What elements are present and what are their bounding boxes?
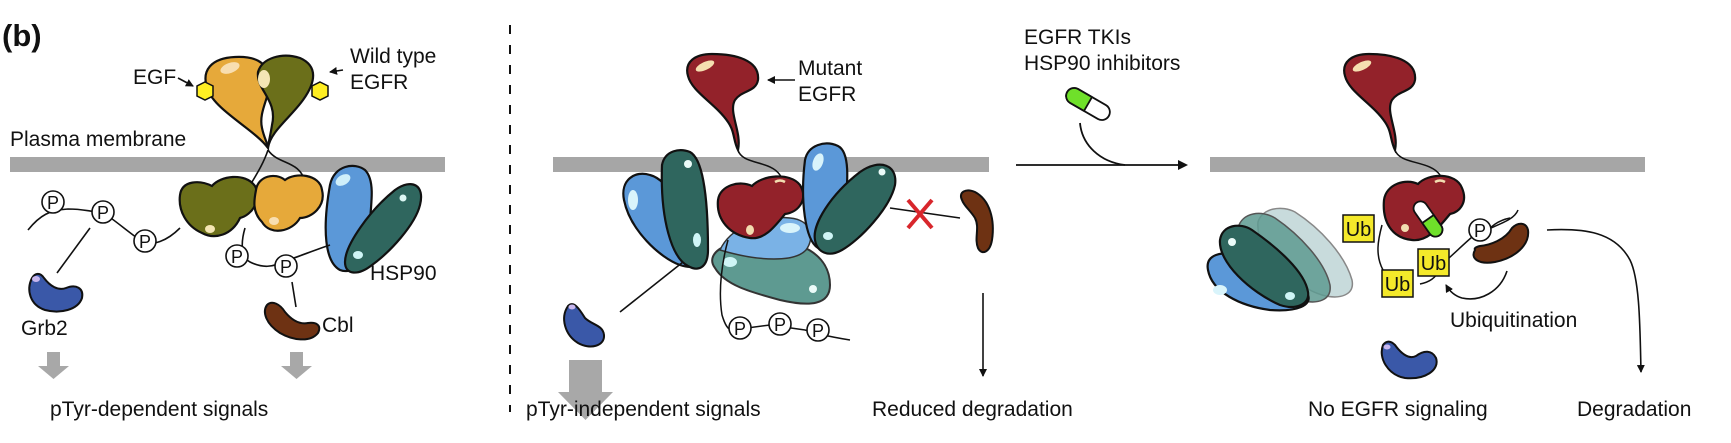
ubiquitination-arrow [1445,270,1508,300]
phospho-site: P [225,244,249,268]
plasma-membrane-mutant [553,157,989,172]
phospho-site: P [728,316,752,340]
phospho-site: P [806,318,830,342]
plasma-membrane-label: Plasma membrane [10,128,187,151]
reduced-degradation-label: Reduced degradation [872,398,1073,421]
panel-letter: (b) [2,18,42,53]
wild-type-panel: P P P P P [27,54,423,379]
phospho-site: P [768,312,792,336]
cbl-protein-treated [1472,222,1530,264]
inhibition-x-icon [906,198,934,230]
mutant-panel: P P P [558,52,994,420]
signal-arrow-grb2 [38,352,69,379]
mutant-egfr-label-line2: EGFR [798,83,857,106]
svg-text:P: P [774,315,786,335]
plasma-membrane-treated [1210,157,1645,172]
cbl-linker-blocked [889,207,961,219]
hsp90-dark-right [813,163,897,255]
hsp90-dark-treated [1218,224,1310,309]
drug-label-line1: EGFR TKIs [1024,26,1131,49]
egf-pointer [177,77,194,87]
wild-type-egfr-label: Wild type EGFR [350,44,436,96]
treatment-arrow [1016,122,1188,170]
egf-ligand-left [196,81,214,101]
ubiquitination-label: Ubiquitination [1450,309,1578,332]
phospho-site: P [274,254,298,278]
svg-text:P: P [97,203,109,223]
svg-text:P: P [231,247,243,267]
phospho-site: P [1468,218,1492,242]
mutant-egfr-kinase [716,175,805,240]
cbl-label: Cbl [322,314,354,337]
svg-text:P: P [1474,221,1486,241]
phospho-site: P [91,200,115,224]
ub-tag: Ub [1342,214,1375,243]
svg-text:P: P [139,232,151,252]
phospho-site: P [41,190,65,214]
svg-text:P: P [47,193,59,213]
egf-label: EGF [133,66,177,89]
drug-capsule-icon [1065,87,1111,121]
cbl-protein-mutant [960,189,994,254]
pTyr-independent-signals-label: pTyr-independent signals [526,398,761,421]
svg-text:P: P [812,321,824,341]
grb2-linker-mutant [619,261,684,313]
treated-panel: Ub Ub Ub P [1206,52,1645,380]
drug-capsule-bound-icon [1412,200,1444,238]
no-egfr-signaling-label: No EGFR signaling [1308,398,1488,421]
wild-type-egfr-label-line1: Wild type [350,45,437,68]
egfr-wt-kinase-a [253,174,324,232]
grb2-protein-wt [28,272,84,313]
drug-label-line2: HSP90 inhibitors [1024,52,1181,75]
signal-arrow-large [558,360,613,420]
grb2-linker [56,227,91,274]
degradation-label: Degradation [1577,398,1692,421]
grb2-label: Grb2 [21,317,68,340]
wt-egfr-pointer [329,66,344,75]
cbl-linker [291,281,297,308]
hsp90-dark-left [660,149,710,270]
wild-type-egfr-label-line2: EGFR [350,71,409,94]
svg-text:Ub: Ub [1385,274,1411,296]
hsp90-label: HSP90 [370,262,437,285]
hsp90-dark-wt [343,183,423,274]
phospho-site: P [133,229,157,253]
pTyr-dependent-signals-label: pTyr-dependent signals [50,398,269,421]
mutant-egfr-extracellular [686,52,760,154]
mutant-egfr-label-line1: Mutant [798,57,863,80]
cbl-protein-wt [263,301,321,341]
egfr-wt-kinase-b [178,175,259,238]
grb2-protein-mutant [563,303,605,348]
svg-text:P: P [734,319,746,339]
plasma-membrane-wt [10,157,445,172]
degradation-arrow [1546,228,1645,373]
svg-text:Ub: Ub [1421,253,1447,275]
grb2-protein-treated [1380,340,1438,380]
egfr-wt-extracellular-b [256,54,315,149]
svg-text:Ub: Ub [1346,219,1372,241]
svg-text:P: P [280,257,292,277]
mutant-egfr-label: Mutant EGFR [798,56,862,108]
ub-tag: Ub [1417,248,1450,277]
mutant-egfr-extracellular-treated [1343,52,1417,154]
drug-label: EGFR TKIs HSP90 inhibitors [1024,25,1180,77]
ub-tag: Ub [1381,269,1414,298]
egfr-wt-extracellular-a [204,55,272,152]
egf-ligand-right [311,81,329,101]
signal-arrow-cbl [281,352,312,379]
